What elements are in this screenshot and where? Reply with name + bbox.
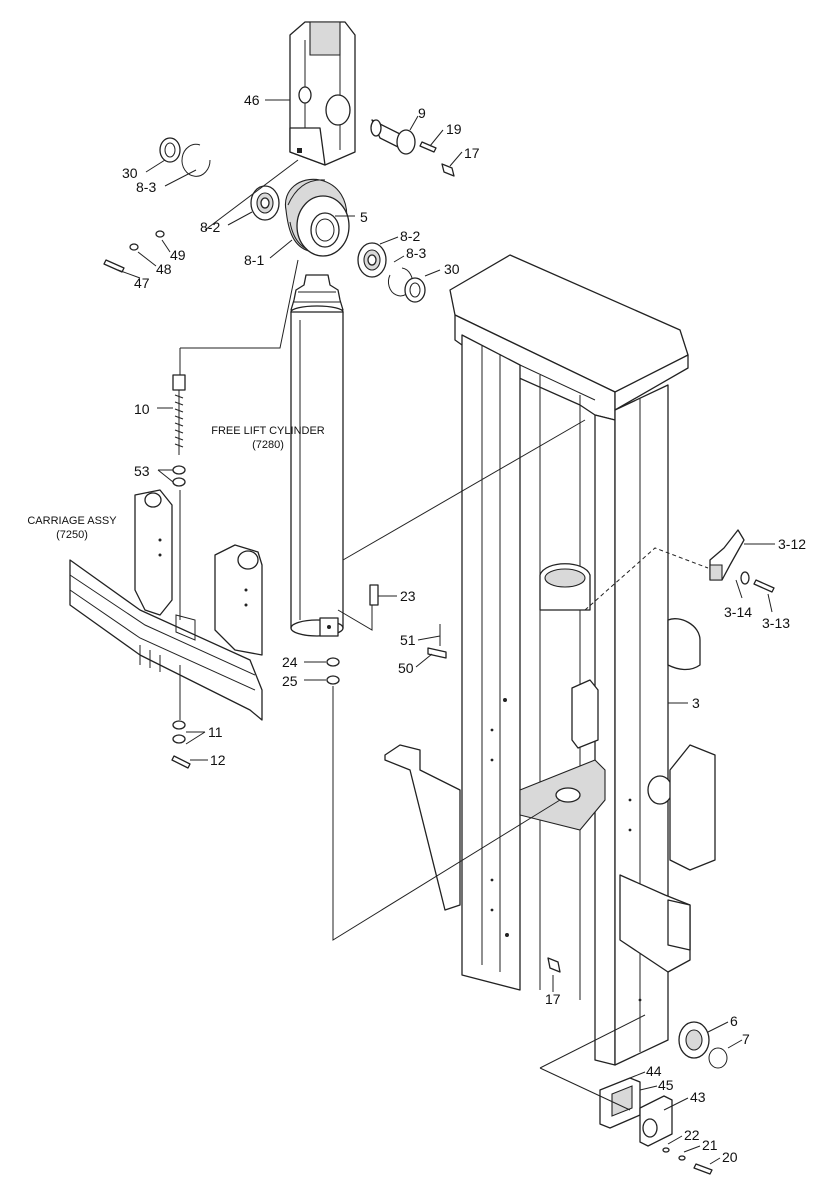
- callout-3-13: 3-13: [762, 615, 790, 631]
- snap-ring-8-3-left: [181, 143, 211, 177]
- washer-3-14: [740, 571, 750, 585]
- washer-21: [678, 1155, 686, 1161]
- callout-43: 43: [690, 1089, 706, 1105]
- nut-17-top: [441, 163, 455, 177]
- callout-6: 6: [730, 1013, 738, 1029]
- pin-49: [155, 230, 165, 238]
- washer-25: [326, 675, 340, 685]
- washer-24: [326, 657, 340, 667]
- side-roller-43: [639, 1095, 673, 1147]
- callout-9: 9: [418, 105, 426, 121]
- bearing-8-2-right: [357, 242, 387, 278]
- bolt-3-13: [753, 579, 775, 593]
- callout-19: 19: [446, 121, 462, 137]
- callout-24: 24: [282, 654, 298, 670]
- inner-mast-3: [384, 254, 716, 1066]
- callout-3-12: 3-12: [778, 536, 806, 552]
- bolt-20: [693, 1163, 713, 1175]
- callout-12: 12: [210, 752, 226, 768]
- nuts-53: [172, 465, 186, 487]
- nuts-11: [172, 720, 186, 744]
- callout-53: 53: [134, 463, 150, 479]
- callout-21: 21: [702, 1137, 718, 1153]
- collar-30-left: [159, 137, 181, 163]
- bolt-19: [419, 141, 437, 153]
- callout-48: 48: [156, 261, 172, 277]
- callout-5: 5: [360, 209, 368, 225]
- sheave-5: [284, 178, 350, 257]
- carriage-assy-code: (7250): [56, 529, 88, 541]
- roller-6: [678, 1021, 710, 1059]
- callout-25: 25: [282, 673, 298, 689]
- callout-8-1: 8-1: [244, 252, 264, 268]
- carriage-assy-name: CARRIAGE ASSY: [27, 515, 117, 527]
- callout-8-3-right: 8-3: [406, 245, 426, 261]
- callout-3-14: 3-14: [724, 604, 752, 620]
- callout-30-left: 30: [122, 165, 138, 181]
- chain-guide-3-12: [709, 529, 745, 581]
- callout-47: 47: [134, 275, 150, 291]
- free-lift-cylinder-code: (7280): [252, 439, 284, 451]
- callout-20: 20: [722, 1149, 738, 1165]
- free-lift-cylinder: [290, 274, 344, 637]
- chain-anchor-bolt-10: [172, 374, 186, 455]
- callout-51: 51: [400, 632, 416, 648]
- free-lift-cylinder-name: FREE LIFT CYLINDER: [211, 425, 325, 437]
- bolt-47: [103, 259, 125, 273]
- callout-49: 49: [170, 247, 186, 263]
- assembly-captions: FREE LIFT CYLINDER (7280) CARRIAGE ASSY …: [27, 425, 324, 541]
- washer-48: [129, 243, 139, 251]
- callout-10: 10: [134, 401, 150, 417]
- callout-8-3-left: 8-3: [136, 179, 156, 195]
- callout-17-top: 17: [464, 145, 480, 161]
- callout-30-right: 30: [444, 261, 460, 277]
- callout-46: 46: [244, 92, 260, 108]
- callout-23: 23: [400, 588, 416, 604]
- callout-3: 3: [692, 695, 700, 711]
- callout-7: 7: [742, 1031, 750, 1047]
- bolt-22: [662, 1147, 670, 1153]
- callout-22: 22: [684, 1127, 700, 1143]
- leader-lines: [117, 99, 775, 1165]
- callout-17-bottom: 17: [545, 991, 561, 1007]
- nut-17-bottom: [547, 957, 561, 973]
- collar-30-right: [404, 277, 426, 303]
- callout-8-2-left: 8-2: [200, 219, 220, 235]
- bearing-8-2-left: [250, 185, 280, 221]
- shaft-9: [370, 119, 416, 155]
- callout-45: 45: [658, 1077, 674, 1093]
- carriage-assy: [69, 489, 263, 721]
- callout-11: 11: [208, 724, 223, 740]
- sheave-bracket-46: [289, 21, 356, 166]
- pin-50: [427, 647, 447, 659]
- callout-50: 50: [398, 660, 414, 676]
- ring-7: [708, 1047, 728, 1069]
- callout-44: 44: [646, 1063, 662, 1079]
- bolt-23: [369, 584, 379, 606]
- callout-labels: 46 9 19 17 30 8-3 8-2 5 49 48 47 8-1 8-2…: [122, 92, 806, 1165]
- callout-8-2-right: 8-2: [400, 228, 420, 244]
- cotter-pin-12: [171, 755, 191, 769]
